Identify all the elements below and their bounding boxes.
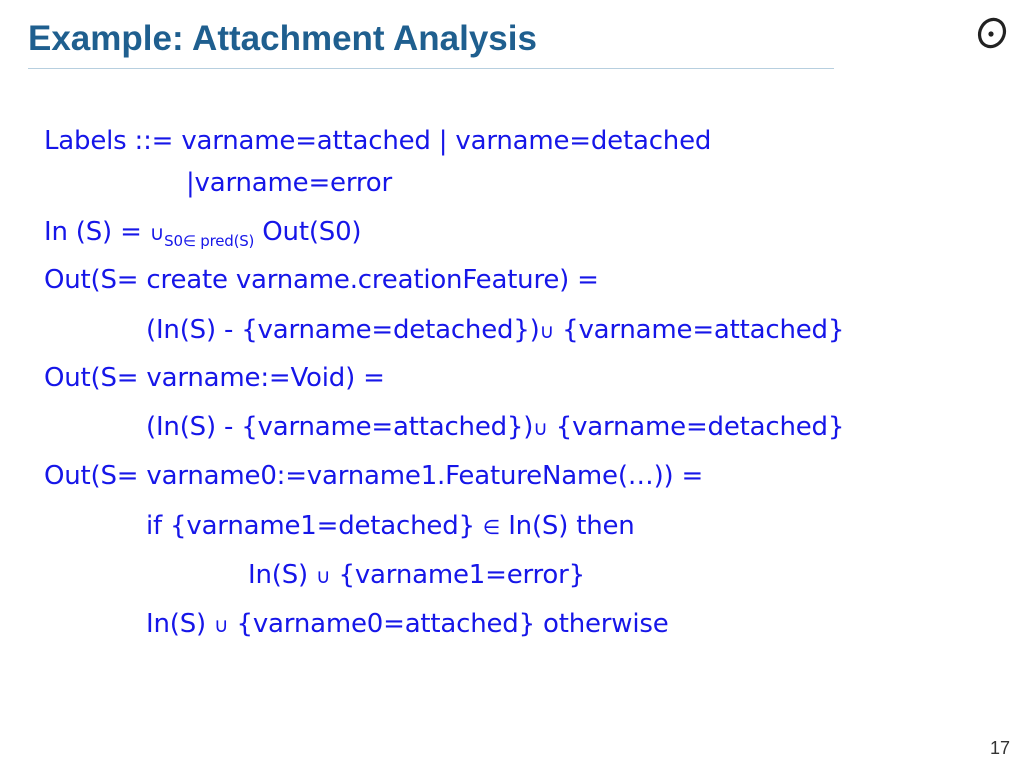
line-text: {varname0=attached} otherwise	[228, 609, 669, 639]
line-text: if {varname1=detached}	[146, 511, 483, 541]
union-symbol: ∪	[214, 613, 229, 637]
out-void-result-line: (In(S) - {varname=attached})∪ {varname=d…	[146, 410, 844, 445]
line-text: {varname1=error}	[330, 560, 586, 590]
subscript-text: S0∈ pred(S)	[164, 232, 255, 250]
line-text: Out(S0)	[254, 217, 362, 247]
line-text: {varname=attached}	[554, 315, 845, 345]
slide-title: Example: Attachment Analysis	[28, 19, 537, 58]
labels-definition-line: Labels ::= varname=attached | varname=de…	[44, 126, 712, 156]
line-text: In(S)	[146, 609, 215, 639]
union-symbol: ∪	[316, 564, 331, 588]
union-symbol: ∪	[533, 416, 548, 440]
labels-definition-continuation: |varname=error	[186, 168, 392, 198]
otherwise-branch-line: In(S) ∪ {varname0=attached} otherwise	[146, 607, 669, 642]
element-of-symbol: ∈	[482, 515, 501, 539]
in-equation-line: In (S) = ∪S0∈ pred(S) Out(S0)	[44, 215, 362, 258]
line-text: In (S) =	[44, 217, 150, 247]
out-create-result-line: (In(S) - {varname=detached})∪ {varname=a…	[146, 313, 844, 348]
out-feature-call-line: Out(S= varname0:=varname1.FeatureName(…)…	[44, 461, 704, 491]
union-symbol: ∪	[149, 221, 165, 245]
line-text: In(S) then	[500, 511, 635, 541]
line-text: {varname=detached}	[547, 412, 845, 442]
union-symbol: ∪	[539, 319, 555, 343]
out-create-line: Out(S= create varname.creationFeature) =	[44, 265, 599, 295]
title-divider	[28, 68, 834, 69]
line-text: (In(S) - {varname=attached})	[146, 412, 534, 442]
page-number: 17	[989, 738, 1010, 758]
eiffel-logo-icon	[977, 17, 1007, 49]
line-text: (In(S) - {varname=detached})	[146, 315, 540, 345]
then-branch-line: In(S) ∪ {varname1=error}	[248, 558, 585, 593]
out-void-line: Out(S= varname:=Void) =	[44, 363, 385, 393]
if-condition-line: if {varname1=detached} ∈ In(S) then	[146, 509, 635, 544]
line-text: In(S)	[248, 560, 317, 590]
